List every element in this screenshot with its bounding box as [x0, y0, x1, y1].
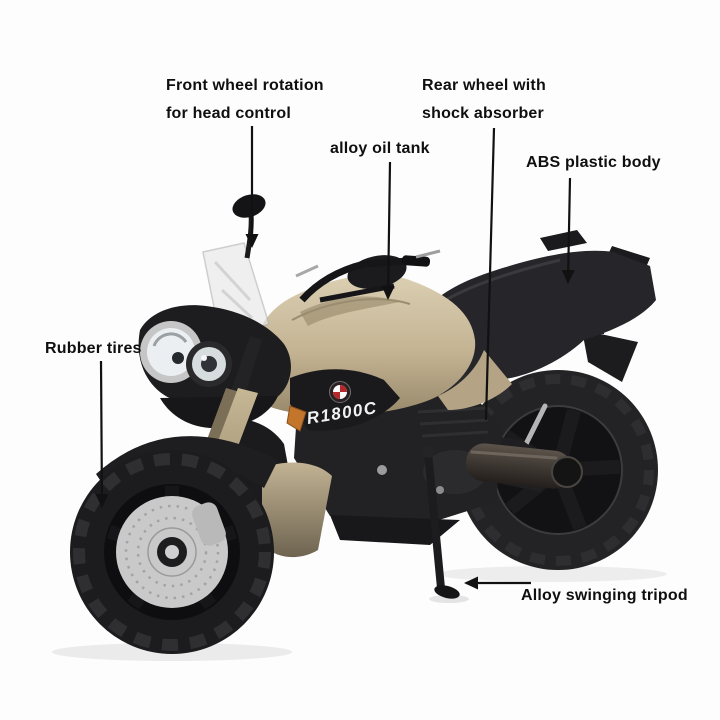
headlight-right — [186, 341, 232, 387]
label-line: ABS plastic body — [526, 154, 661, 171]
rubber-tires-arrow — [95, 360, 109, 508]
label-rubber-tires: Rubber tires — [45, 335, 142, 363]
exhaust-muffler — [466, 443, 583, 489]
shock-absorber — [521, 403, 548, 451]
belly-pan — [330, 515, 460, 545]
label-line: Rubber tires — [45, 340, 142, 357]
label-front-wheel-rotation: Front wheel rotation for head control — [166, 72, 324, 128]
rear-wheel-line — [484, 127, 496, 421]
label-abs-body: ABS plastic body — [526, 149, 661, 177]
front-fender — [96, 436, 278, 498]
handlebars — [295, 249, 441, 303]
headlight-cowl — [138, 305, 291, 429]
oil-tank-arrow — [381, 161, 395, 300]
label-oil-tank: alloy oil tank — [330, 135, 430, 163]
label-tripod: Alloy swinging tripod — [521, 582, 688, 610]
license-plate-bracket — [582, 330, 638, 382]
label-rear-wheel: Rear wheel with shock absorber — [422, 72, 546, 128]
brand-roundel-icon — [329, 381, 351, 403]
label-line: Front wheel rotation — [166, 77, 324, 94]
abs-body-arrow — [561, 177, 575, 284]
kickstand — [422, 446, 460, 599]
label-line: alloy oil tank — [330, 140, 430, 157]
label-line: for head control — [166, 105, 291, 122]
label-line: shock absorber — [422, 105, 544, 122]
front-wheel — [70, 450, 274, 654]
brake-caliper — [192, 502, 226, 546]
turn-signal — [286, 405, 307, 432]
annotation-lines — [95, 126, 575, 590]
grab-rail — [540, 230, 587, 251]
label-line: Rear wheel with — [422, 77, 546, 94]
label-line: Alloy swinging tripod — [521, 587, 688, 604]
